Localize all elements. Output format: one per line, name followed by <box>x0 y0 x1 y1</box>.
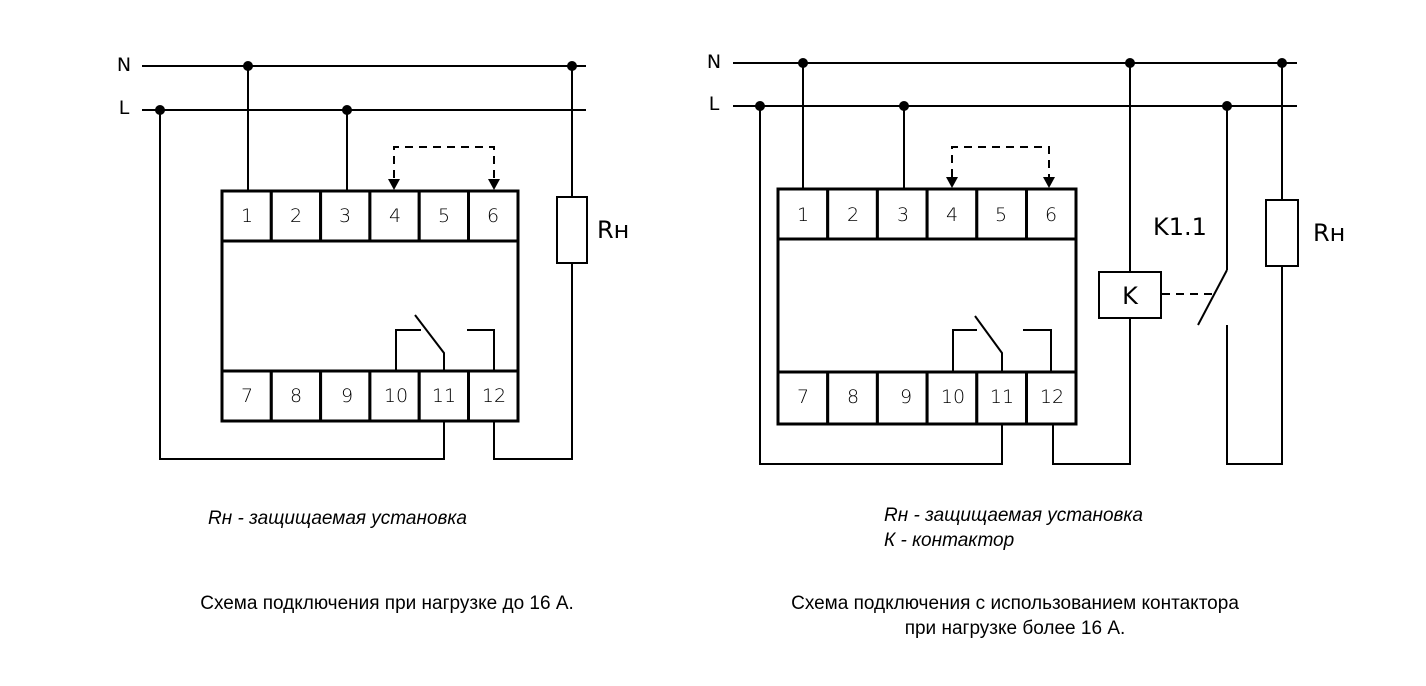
wire-l-to-terminal-11 <box>159 110 445 460</box>
terminal-label: 6 <box>487 205 499 227</box>
terminal-cell <box>1025 370 1078 426</box>
jumper-4-6-icon <box>946 146 1055 188</box>
terminal-label: 8 <box>290 385 302 407</box>
terminal-row-bottom: 7 8 9 10 11 12 <box>220 369 520 423</box>
contactor-switch-icon <box>1197 106 1283 465</box>
terminal-cell <box>1025 187 1078 241</box>
terminal-cell <box>975 187 1028 241</box>
load-label: Rн <box>1313 219 1345 247</box>
terminal-cell <box>776 370 830 426</box>
contact-label: K1.1 <box>1153 213 1207 241</box>
load-resistor-icon <box>556 196 588 264</box>
bus-label-l: L <box>119 97 130 119</box>
legend-line: Rн - защищаемая установка <box>884 505 1143 526</box>
terminal-label: 3 <box>897 204 909 226</box>
terminal-row-top: 1 2 3 4 5 6 <box>776 187 1078 241</box>
terminal-label: 4 <box>389 205 401 227</box>
terminal-label: 10 <box>941 386 965 408</box>
bus-label-n: N <box>117 54 131 76</box>
jumper-4-6-icon <box>388 146 500 190</box>
wire-terminal-12-to-load <box>493 263 573 460</box>
contactor-label: K <box>1122 282 1139 310</box>
terminal-row-top: 1 2 3 4 5 6 <box>220 189 520 243</box>
load-resistor-icon <box>1265 199 1299 267</box>
terminal-label: 7 <box>797 386 809 408</box>
terminal-cell <box>875 370 929 426</box>
terminal-label: 2 <box>290 205 302 227</box>
terminal-cell <box>875 187 929 241</box>
terminal-label: 1 <box>797 204 809 226</box>
caption-line: Схема подключения при нагрузке до 16 А. <box>200 593 574 614</box>
terminal-label: 1 <box>241 205 253 227</box>
terminal-row-bottom: 7 8 9 10 11 12 <box>776 370 1078 426</box>
bus-label-n: N <box>707 51 721 73</box>
wire-l-to-terminal-11 <box>759 106 1003 465</box>
terminal-label: 3 <box>339 205 351 227</box>
terminal-cell <box>467 369 520 423</box>
terminal-label: 4 <box>946 204 958 226</box>
terminal-label: 2 <box>847 204 859 226</box>
load-label: Rн <box>597 216 629 244</box>
terminal-label: 5 <box>995 204 1007 226</box>
relay-contact-icon <box>395 314 495 371</box>
caption-right: Схема подключения с использованием конта… <box>700 591 1330 641</box>
terminal-cell <box>368 189 421 243</box>
terminal-label: 5 <box>438 205 450 227</box>
terminal-label: 8 <box>847 386 859 408</box>
terminal-cell <box>467 189 520 243</box>
bus-label-l: L <box>709 93 720 115</box>
caption-line: Схема подключения с использованием конта… <box>791 593 1239 614</box>
legend-line: Rн - защищаемая установка <box>208 508 467 529</box>
terminal-label: 6 <box>1045 204 1057 226</box>
terminal-label: 12 <box>482 385 506 407</box>
diagram-right: N L K K1.1 Rн <box>707 51 1345 465</box>
legend-line: К - контактор <box>884 530 1015 551</box>
caption-line: при нагрузке более 16 А. <box>904 618 1126 639</box>
contactor-coil-icon <box>1098 271 1162 319</box>
terminal-label: 11 <box>990 386 1014 408</box>
terminal-cell <box>269 189 323 243</box>
terminal-label: 9 <box>341 385 353 407</box>
terminal-label: 12 <box>1040 386 1064 408</box>
relay-contact-icon <box>952 315 1052 372</box>
wire-terminal-12-to-coil <box>1052 318 1131 465</box>
terminal-label: 9 <box>900 386 912 408</box>
terminal-label: 10 <box>384 385 408 407</box>
terminal-label: 11 <box>432 385 456 407</box>
caption-left: Схема подключения при нагрузке до 16 А. <box>132 591 642 616</box>
legend-left: Rн - защищаемая установка <box>208 506 467 531</box>
legend-right: Rн - защищаемая установка К - контактор <box>884 503 1143 553</box>
diagram-left: N L Rн 1 2 3 4 5 6 <box>117 54 629 460</box>
terminal-label: 7 <box>241 385 253 407</box>
